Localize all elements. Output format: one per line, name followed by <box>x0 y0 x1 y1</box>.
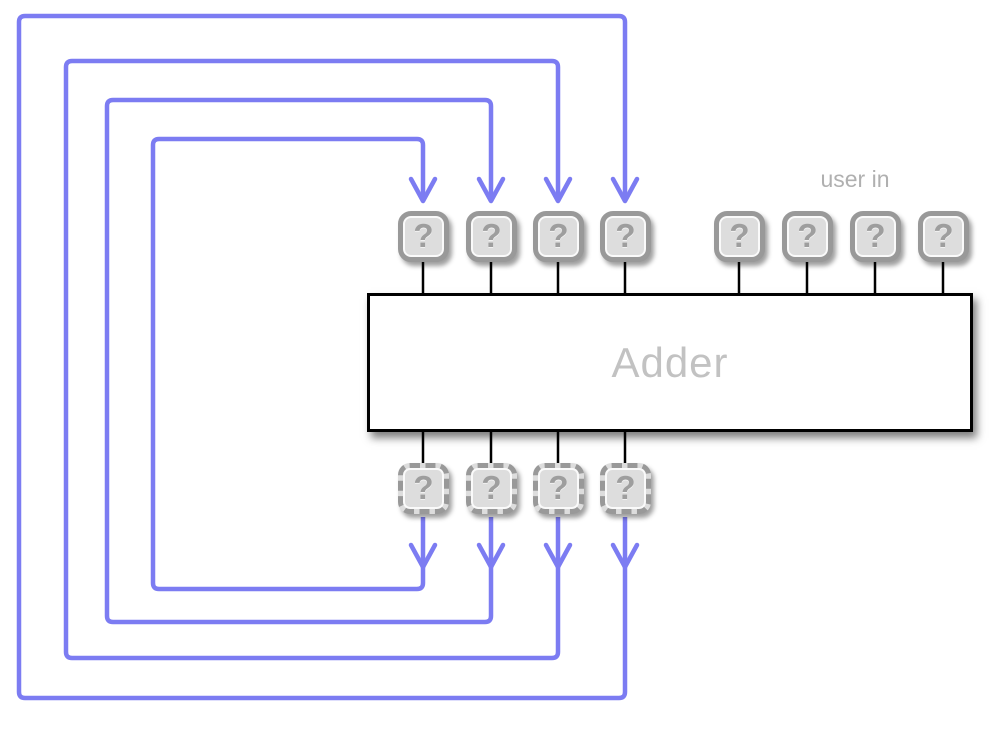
output-box-2: ? <box>466 463 517 514</box>
arrowhead-down-icon <box>543 542 573 570</box>
feedback-input-box-4: ? <box>600 211 651 262</box>
adder-block: Adder <box>367 293 973 432</box>
feedback-loop-4 <box>16 13 628 701</box>
user-input-box-1: ? <box>714 211 765 262</box>
question-mark: ? <box>865 216 886 254</box>
arrowhead-down-icon <box>408 542 438 570</box>
question-mark: ? <box>413 468 434 506</box>
feedback-input-box-2: ? <box>466 211 517 262</box>
input-connectors <box>421 258 945 296</box>
arrowhead-down-icon <box>610 176 640 204</box>
arrowhead-down-icon <box>476 542 506 570</box>
question-mark: ? <box>548 216 569 254</box>
question-mark: ? <box>615 216 636 254</box>
output-box-3: ? <box>533 463 584 514</box>
feedback-loops <box>16 13 640 701</box>
question-mark: ? <box>729 216 750 254</box>
question-mark: ? <box>481 468 502 506</box>
user-in-label: user in <box>820 166 890 192</box>
question-mark: ? <box>797 216 818 254</box>
feedback-loop-2 <box>104 97 494 625</box>
question-mark: ? <box>413 216 434 254</box>
arrowhead-down-icon <box>543 176 573 204</box>
output-box-1: ? <box>398 463 449 514</box>
feedback-input-box-3: ? <box>533 211 584 262</box>
user-input-box-2: ? <box>782 211 833 262</box>
question-mark: ? <box>548 468 569 506</box>
feedback-input-box-1: ? <box>398 211 449 262</box>
arrowhead-down-icon <box>610 542 640 570</box>
output-box-4: ? <box>600 463 651 514</box>
output-connectors <box>421 429 627 467</box>
feedback-loop-3 <box>63 58 561 661</box>
question-mark: ? <box>933 216 954 254</box>
adder-label: Adder <box>611 338 729 386</box>
arrowhead-down-icon <box>476 176 506 204</box>
question-mark: ? <box>481 216 502 254</box>
user-input-box-4: ? <box>918 211 969 262</box>
arrowhead-down-icon <box>408 176 438 204</box>
question-mark: ? <box>615 468 636 506</box>
user-input-box-3: ? <box>850 211 901 262</box>
feedback-loop-1 <box>150 136 426 592</box>
